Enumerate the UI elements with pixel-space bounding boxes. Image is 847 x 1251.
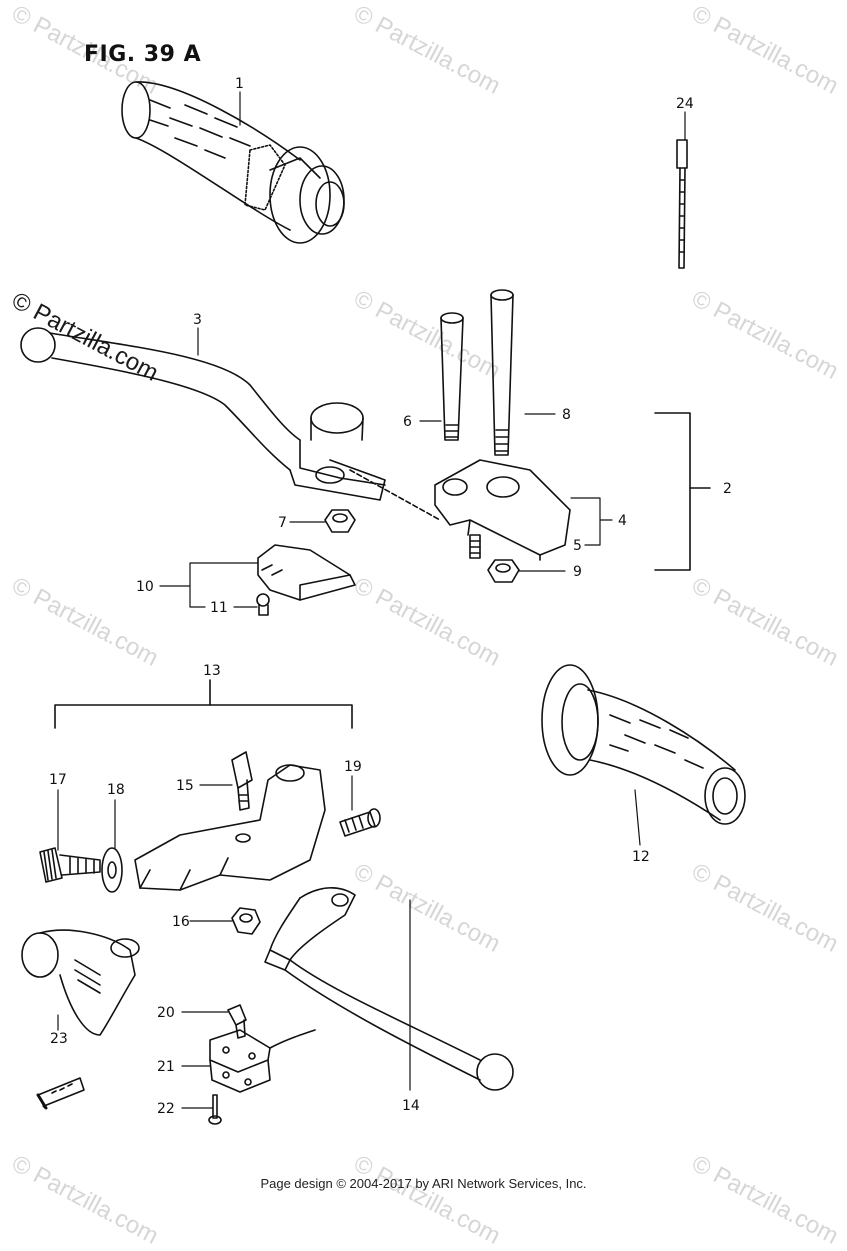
direction-arrow-icon <box>36 1077 85 1110</box>
callout-6: 6 <box>403 414 412 430</box>
bolt-part-8 <box>490 289 514 456</box>
brake-assy-bracket <box>349 412 711 571</box>
lever-holder-part <box>434 459 571 561</box>
callout-23: 23 <box>50 1031 68 1047</box>
callout-1: 1 <box>235 76 244 92</box>
leader-lines <box>57 91 686 1109</box>
callout-11: 11 <box>210 600 228 616</box>
switch-screw-part-22 <box>208 1094 222 1125</box>
nut-part-9 <box>487 559 520 583</box>
brake-switch-part <box>257 544 356 601</box>
screw-part-19 <box>339 808 381 837</box>
clutch-holder-part <box>134 764 326 891</box>
callout-18: 18 <box>107 782 125 798</box>
callout-15: 15 <box>176 778 194 794</box>
callout-14: 14 <box>402 1098 420 1114</box>
bolt-part-6 <box>440 312 464 441</box>
cable-tie-part <box>676 139 688 269</box>
locknut-part-18 <box>101 847 123 893</box>
callout-8: 8 <box>562 407 571 423</box>
clutch-assy-bracket <box>54 679 353 729</box>
callout-12: 12 <box>632 849 650 865</box>
callout-2: 2 <box>723 481 732 497</box>
screw-part-5 <box>469 534 481 559</box>
page-footer: Page design © 2004-2017 by ARI Network S… <box>260 1176 587 1191</box>
screw-part-11 <box>256 593 270 616</box>
callout-labels: 1 24 3 6 8 2 7 4 5 9 10 11 13 17 18 15 1… <box>49 76 732 1117</box>
parts-diagram: 1 24 3 6 8 2 7 4 5 9 10 11 13 17 18 15 1… <box>20 76 746 1125</box>
bolt-part-15 <box>231 751 253 811</box>
clutch-switch-part <box>209 1029 316 1093</box>
callout-22: 22 <box>157 1101 175 1117</box>
nut-part-7 <box>324 509 356 533</box>
callout-7: 7 <box>278 515 287 531</box>
adjuster-part-17 <box>39 847 101 883</box>
nut-part-16 <box>231 907 261 935</box>
callout-24: 24 <box>676 96 694 112</box>
callout-19: 19 <box>344 759 362 775</box>
callout-13: 13 <box>203 663 221 679</box>
callout-20: 20 <box>157 1005 175 1021</box>
grip-throttle-part <box>121 81 345 244</box>
callout-9: 9 <box>573 564 582 580</box>
callout-4: 4 <box>618 513 627 529</box>
callout-3: 3 <box>193 312 202 328</box>
brake-lever-part <box>20 327 386 501</box>
callout-21: 21 <box>157 1059 175 1075</box>
rubber-boot-part <box>21 929 140 1036</box>
left-grip-part <box>541 664 746 825</box>
callout-17: 17 <box>49 772 67 788</box>
callout-16: 16 <box>172 914 190 930</box>
clutch-lever-part <box>264 887 514 1091</box>
callout-5: 5 <box>573 538 582 554</box>
callout-10: 10 <box>136 579 154 595</box>
figure-title: FIG. 39 A <box>84 42 202 67</box>
